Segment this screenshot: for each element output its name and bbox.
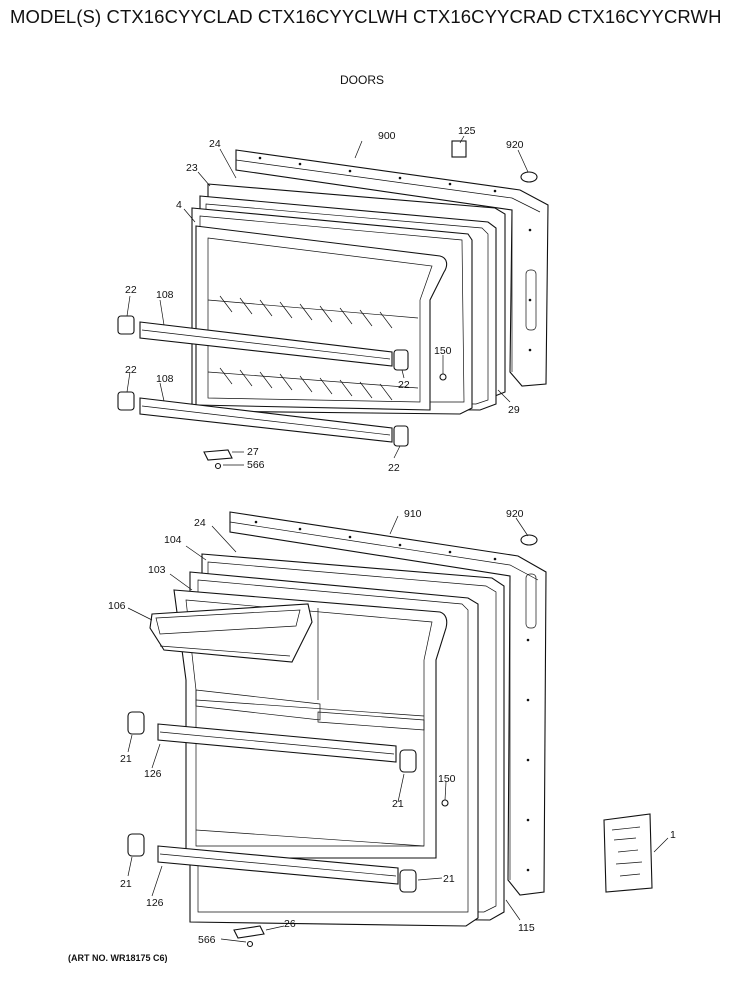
freezer-shelf-bar-upper <box>139 321 393 367</box>
freezer-door-panel <box>235 149 549 387</box>
label-24: 24 <box>194 517 206 529</box>
fresh-food-screw-566 <box>246 940 254 948</box>
label-22: 22 <box>398 379 410 391</box>
label-21: 21 <box>392 798 404 810</box>
label-29: 29 <box>508 404 520 416</box>
label-150: 150 <box>434 345 452 357</box>
label-566: 566 <box>198 934 216 946</box>
label-26: 26 <box>284 918 296 930</box>
freezer-shelf-end-cap <box>117 315 135 335</box>
art-number: (ART NO. WR18175 C6) <box>68 953 168 963</box>
label-115: 115 <box>518 922 535 934</box>
freezer-shelf-end-cap <box>117 391 135 411</box>
fresh-food-door-assembly: 910 920 24 104 103 106 21 126 150 21 21 … <box>108 508 676 948</box>
label-108: 108 <box>156 373 174 385</box>
label-21: 21 <box>120 753 132 765</box>
use-and-care-manual <box>603 813 653 893</box>
freezer-hinge-27 <box>203 449 233 461</box>
label-104: 104 <box>164 534 182 546</box>
fresh-food-shelf-end-cap <box>399 869 417 893</box>
label-23: 23 <box>186 162 198 174</box>
label-22: 22 <box>125 284 137 296</box>
fresh-food-hinge-26 <box>233 925 265 939</box>
section-title: DOORS <box>340 73 385 87</box>
freezer-screw-566 <box>214 462 222 470</box>
label-27: 27 <box>247 446 259 458</box>
label-920: 920 <box>506 139 524 151</box>
label-108: 108 <box>156 289 174 301</box>
label-103: 103 <box>148 564 166 576</box>
label-126: 126 <box>144 768 162 780</box>
dairy-compartment-door-106 <box>149 603 313 663</box>
fresh-food-shelf-end-cap <box>399 749 417 773</box>
label-920: 920 <box>506 508 524 520</box>
label-106: 106 <box>108 600 126 612</box>
freezer-part-125 <box>451 140 467 158</box>
label-21: 21 <box>120 878 132 890</box>
freezer-screw-150 <box>439 373 447 381</box>
label-22: 22 <box>388 462 400 474</box>
fresh-food-shelf-end-cap <box>127 711 145 735</box>
label-21: 21 <box>443 873 455 885</box>
page-title: MODEL(S) CTX16CYYCLAD CTX16CYYCLWH CTX16… <box>10 6 722 27</box>
label-900: 900 <box>378 130 396 142</box>
label-22: 22 <box>125 364 137 376</box>
fresh-food-plug-920 <box>520 534 538 546</box>
freezer-shelf-end-cap <box>393 349 409 371</box>
label-125: 125 <box>458 125 476 137</box>
label-1: 1 <box>670 829 676 841</box>
freezer-shelf-end-cap <box>393 425 409 447</box>
fresh-food-screw-150 <box>441 799 449 807</box>
label-126: 126 <box>146 897 164 909</box>
label-24: 24 <box>209 138 221 150</box>
label-566: 566 <box>247 459 265 471</box>
label-4: 4 <box>176 199 182 211</box>
freezer-door-assembly: 900 125 920 24 23 4 22 108 150 22 22 108… <box>117 125 549 474</box>
fresh-food-shelf-end-cap <box>127 833 145 857</box>
label-150: 150 <box>438 773 456 785</box>
freezer-plug-920 <box>520 171 538 183</box>
fresh-food-door-panel <box>229 511 547 896</box>
label-910: 910 <box>404 508 422 520</box>
freezer-shelf-bar-lower <box>139 397 393 443</box>
